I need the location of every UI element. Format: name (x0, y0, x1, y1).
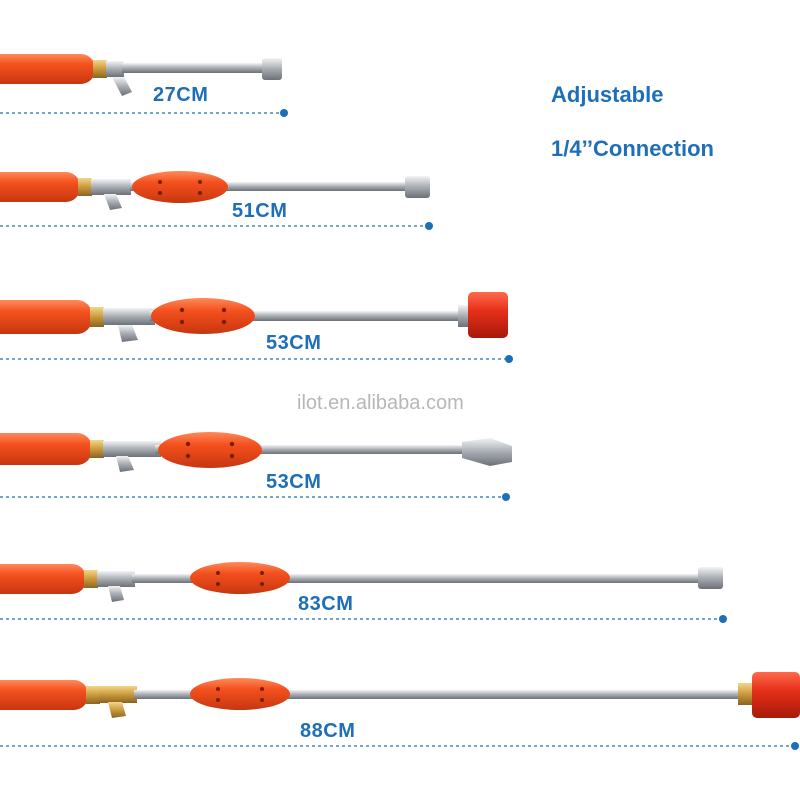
spray-lance-53cm-a (0, 292, 508, 342)
spray-lance-51cm (0, 171, 430, 210)
length-label-1: 27CM (153, 84, 209, 106)
headline-connection: 1/4’’Connection (551, 136, 714, 161)
dimension-line-2 (0, 222, 433, 230)
length-label-3: 53CM (266, 332, 322, 354)
dimension-line-6 (0, 742, 799, 750)
dimension-line-1 (0, 109, 288, 117)
length-label-6: 88CM (300, 720, 356, 742)
dimension-line-5 (0, 615, 727, 623)
length-label-2: 51CM (232, 200, 288, 222)
length-label-4: 53CM (266, 471, 322, 493)
dimension-line-4 (0, 493, 510, 501)
spray-lance-53cm-b (0, 432, 512, 472)
spray-lance-88cm (0, 672, 800, 718)
length-label-5: 83CM (298, 593, 354, 615)
spray-lance-83cm (0, 562, 723, 602)
spray-lance-27cm (0, 54, 282, 96)
headline-adjustable: Adjustable (551, 82, 664, 107)
watermark-text: ilot.en.alibaba.com (297, 392, 464, 414)
dimension-line-3 (0, 355, 513, 363)
